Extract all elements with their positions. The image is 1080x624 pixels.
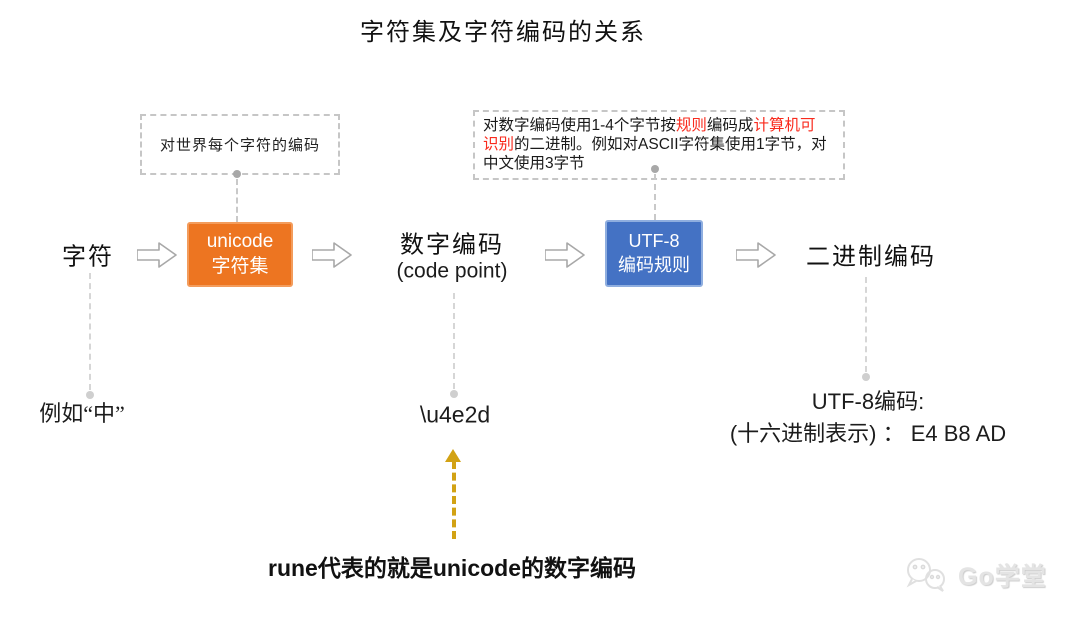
connector-line xyxy=(236,179,238,222)
flow-label-codepoint: 数字编码 (code point) xyxy=(397,225,508,284)
page-title: 字符集及字符编码的关系 xyxy=(360,20,646,46)
flow-arrow-icon xyxy=(545,242,585,268)
connector-dot xyxy=(450,390,458,398)
connector-line xyxy=(865,277,867,372)
unicode-box-line1: unicode xyxy=(206,230,274,252)
unicode-note-text: 对世界每个字符的编码 xyxy=(159,138,320,154)
binary-example-line2: (十六进制表示) ： E4 B8 AD xyxy=(729,421,1007,446)
flow-arrow-icon xyxy=(736,242,776,268)
utf8-note-box: 对数字编码使用1-4个字节按规则编码成计算机可识别的二进制。例如对ASCII字符… xyxy=(473,110,845,180)
utf8-box-line2: 编码规则 xyxy=(618,254,690,275)
connector-dot xyxy=(651,165,659,173)
codepoint-example: \u4e2d xyxy=(419,401,491,428)
codepoint-label-en: (code point) xyxy=(396,259,508,283)
callout-arrow-icon xyxy=(445,449,461,462)
flow-arrow-icon xyxy=(137,242,177,268)
flow-label-char: 字符 xyxy=(62,244,114,271)
binary-example-line1: UTF-8编码: xyxy=(811,389,925,415)
watermark-label: Go学堂 xyxy=(958,563,1047,591)
binary-example: UTF-8编码: (十六进制表示) ： E4 B8 AD xyxy=(730,386,1006,450)
connector-line xyxy=(654,174,656,220)
callout-arrow-line xyxy=(452,461,456,539)
flow-arrow-icon xyxy=(312,242,352,268)
unicode-note-box: 对世界每个字符的编码 xyxy=(140,114,340,175)
connector-dot xyxy=(233,170,241,178)
utf8-note-text: 对数字编码使用1-4个字节按规则编码成计算机可识别的二进制。例如对ASCII字符… xyxy=(483,117,827,172)
connector-line xyxy=(89,273,91,390)
connector-dot xyxy=(86,391,94,399)
connector-dot xyxy=(862,373,870,381)
unicode-box-line2: 字符集 xyxy=(211,255,269,277)
wechat-icon xyxy=(906,558,945,592)
utf8-box-line1: UTF-8 xyxy=(628,231,680,252)
flow-label-binary: 二进制编码 xyxy=(806,244,936,271)
callout-text: rune代表的就是unicode的数字编码 xyxy=(267,555,637,581)
unicode-charset-box: unicode 字符集 xyxy=(187,222,293,287)
watermark: Go学堂 xyxy=(902,556,1047,594)
utf8-rule-box: UTF-8 编码规则 xyxy=(605,220,703,287)
connector-line xyxy=(453,293,455,389)
codepoint-label-cn: 数字编码 xyxy=(400,232,504,259)
char-example: 例如“中” xyxy=(39,401,125,426)
